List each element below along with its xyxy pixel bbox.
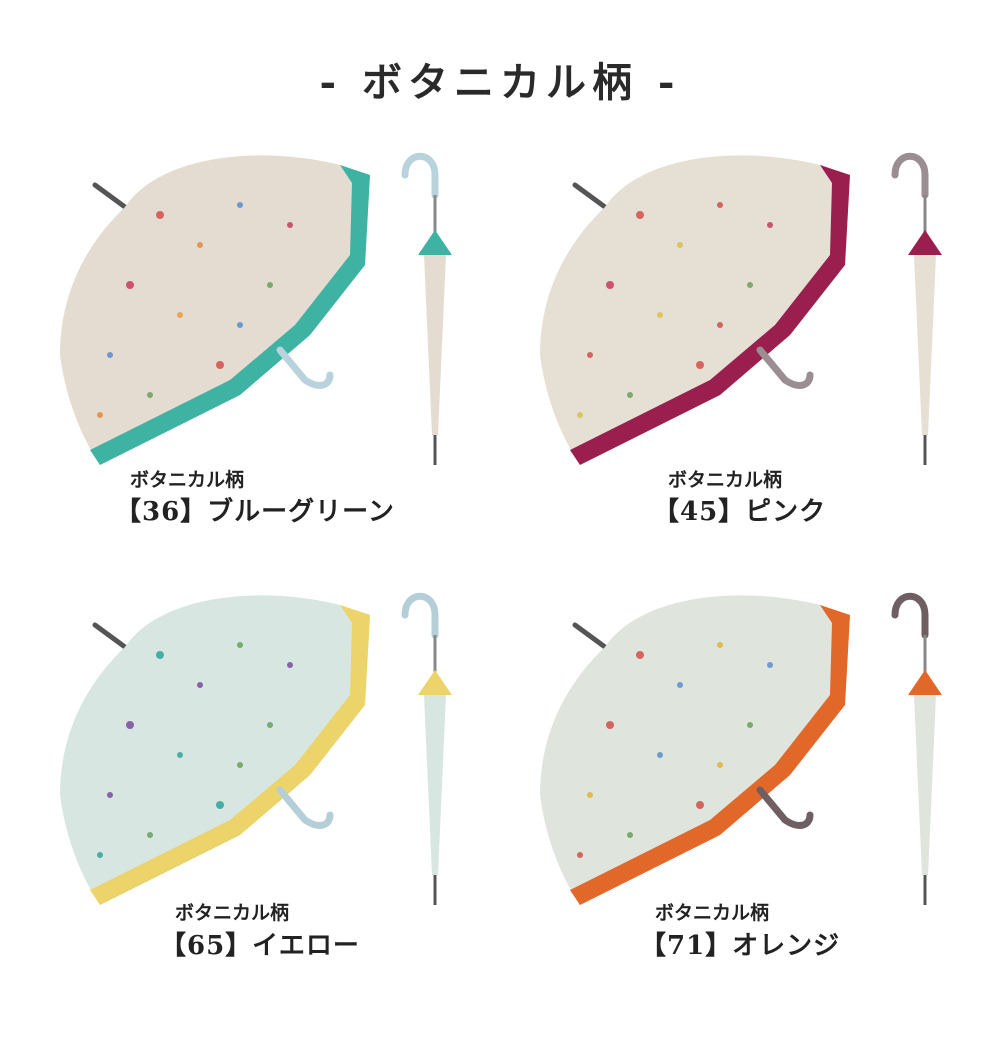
folded-umbrella — [401, 592, 452, 905]
floral-print — [577, 202, 773, 418]
product-card[interactable]: ボタニカル柄 【65】イエロー — [40, 575, 520, 1045]
umbrella-image — [60, 152, 452, 465]
product-card[interactable]: ボタニカル柄 【71】オレンジ — [520, 575, 1000, 1045]
floral-print — [97, 202, 293, 418]
pattern-label: ボタニカル柄 — [175, 902, 290, 924]
pattern-label: ボタニカル柄 — [668, 469, 783, 491]
umbrella-image — [540, 152, 942, 465]
floral-print — [577, 642, 773, 858]
umbrella-image — [60, 592, 452, 905]
variant-label: 【71】オレンジ — [640, 931, 841, 961]
floral-print — [97, 642, 293, 858]
product-card[interactable]: ボタニカル柄 【45】ピンク — [520, 135, 1000, 605]
folded-umbrella — [401, 152, 452, 465]
product-card[interactable]: ボタニカル柄 【36】ブルーグリーン — [40, 135, 520, 605]
umbrella-image — [540, 592, 942, 905]
umbrella-border — [570, 605, 850, 905]
variant-label: 【45】ピンク — [653, 497, 827, 527]
pattern-label: ボタニカル柄 — [130, 469, 245, 491]
umbrella-border — [90, 605, 370, 905]
folded-umbrella — [891, 152, 942, 465]
variant-label: 【36】ブルーグリーン — [115, 497, 395, 527]
umbrella-border — [90, 165, 370, 465]
umbrella-border — [570, 165, 850, 465]
variant-label: 【65】イエロー — [160, 931, 360, 961]
page-title: - ボタニカル柄 - — [319, 59, 681, 106]
folded-umbrella — [891, 592, 942, 905]
pattern-label: ボタニカル柄 — [655, 902, 770, 924]
